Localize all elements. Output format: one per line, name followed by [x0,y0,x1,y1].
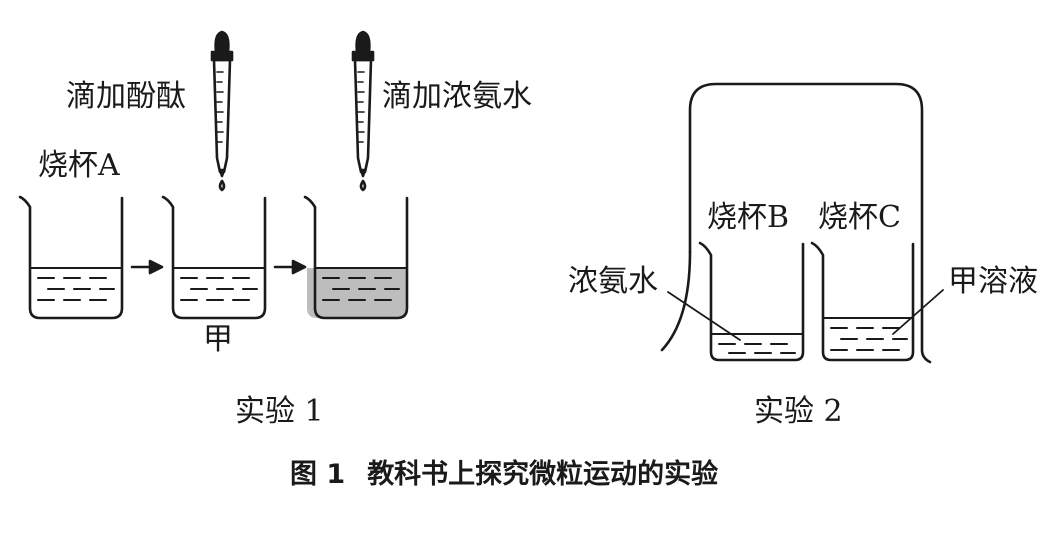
beaker-a-label: 烧杯A [38,148,120,183]
beaker-c [810,241,915,362]
figure-title: 教科书上探究微粒运动的实验 [367,459,719,490]
beaker-c-label: 烧杯C [818,200,901,235]
arrow-1 [130,259,164,275]
dropper1-label: 滴加酚酞 [66,79,186,114]
dropper-ammonia [351,30,375,192]
beaker-pink [303,195,409,320]
arrow-2 [273,259,307,275]
figure-number: 图 1 [290,459,346,490]
beaker-b [698,241,805,362]
ammonia-leader-line [667,291,741,341]
beaker-jia [161,195,267,320]
solution-jia-label: 甲溶液 [948,264,1038,299]
dropper-phenolphthalein [210,30,234,192]
experiment-2-caption: 实验 2 [754,394,843,429]
ammonia-label: 浓氨水 [568,264,658,299]
dropper2-label: 滴加浓氨水 [382,79,532,114]
experiment-1-caption: 实验 1 [235,394,324,429]
figure-caption: 图 1 教科书上探究微粒运动的实验 [290,461,718,488]
beaker-jia-label: 甲 [203,322,233,357]
beaker-b-label: 烧杯B [707,200,790,235]
beaker-a [18,195,124,320]
bell-jar [660,82,932,364]
solution-leader-line [892,289,944,335]
